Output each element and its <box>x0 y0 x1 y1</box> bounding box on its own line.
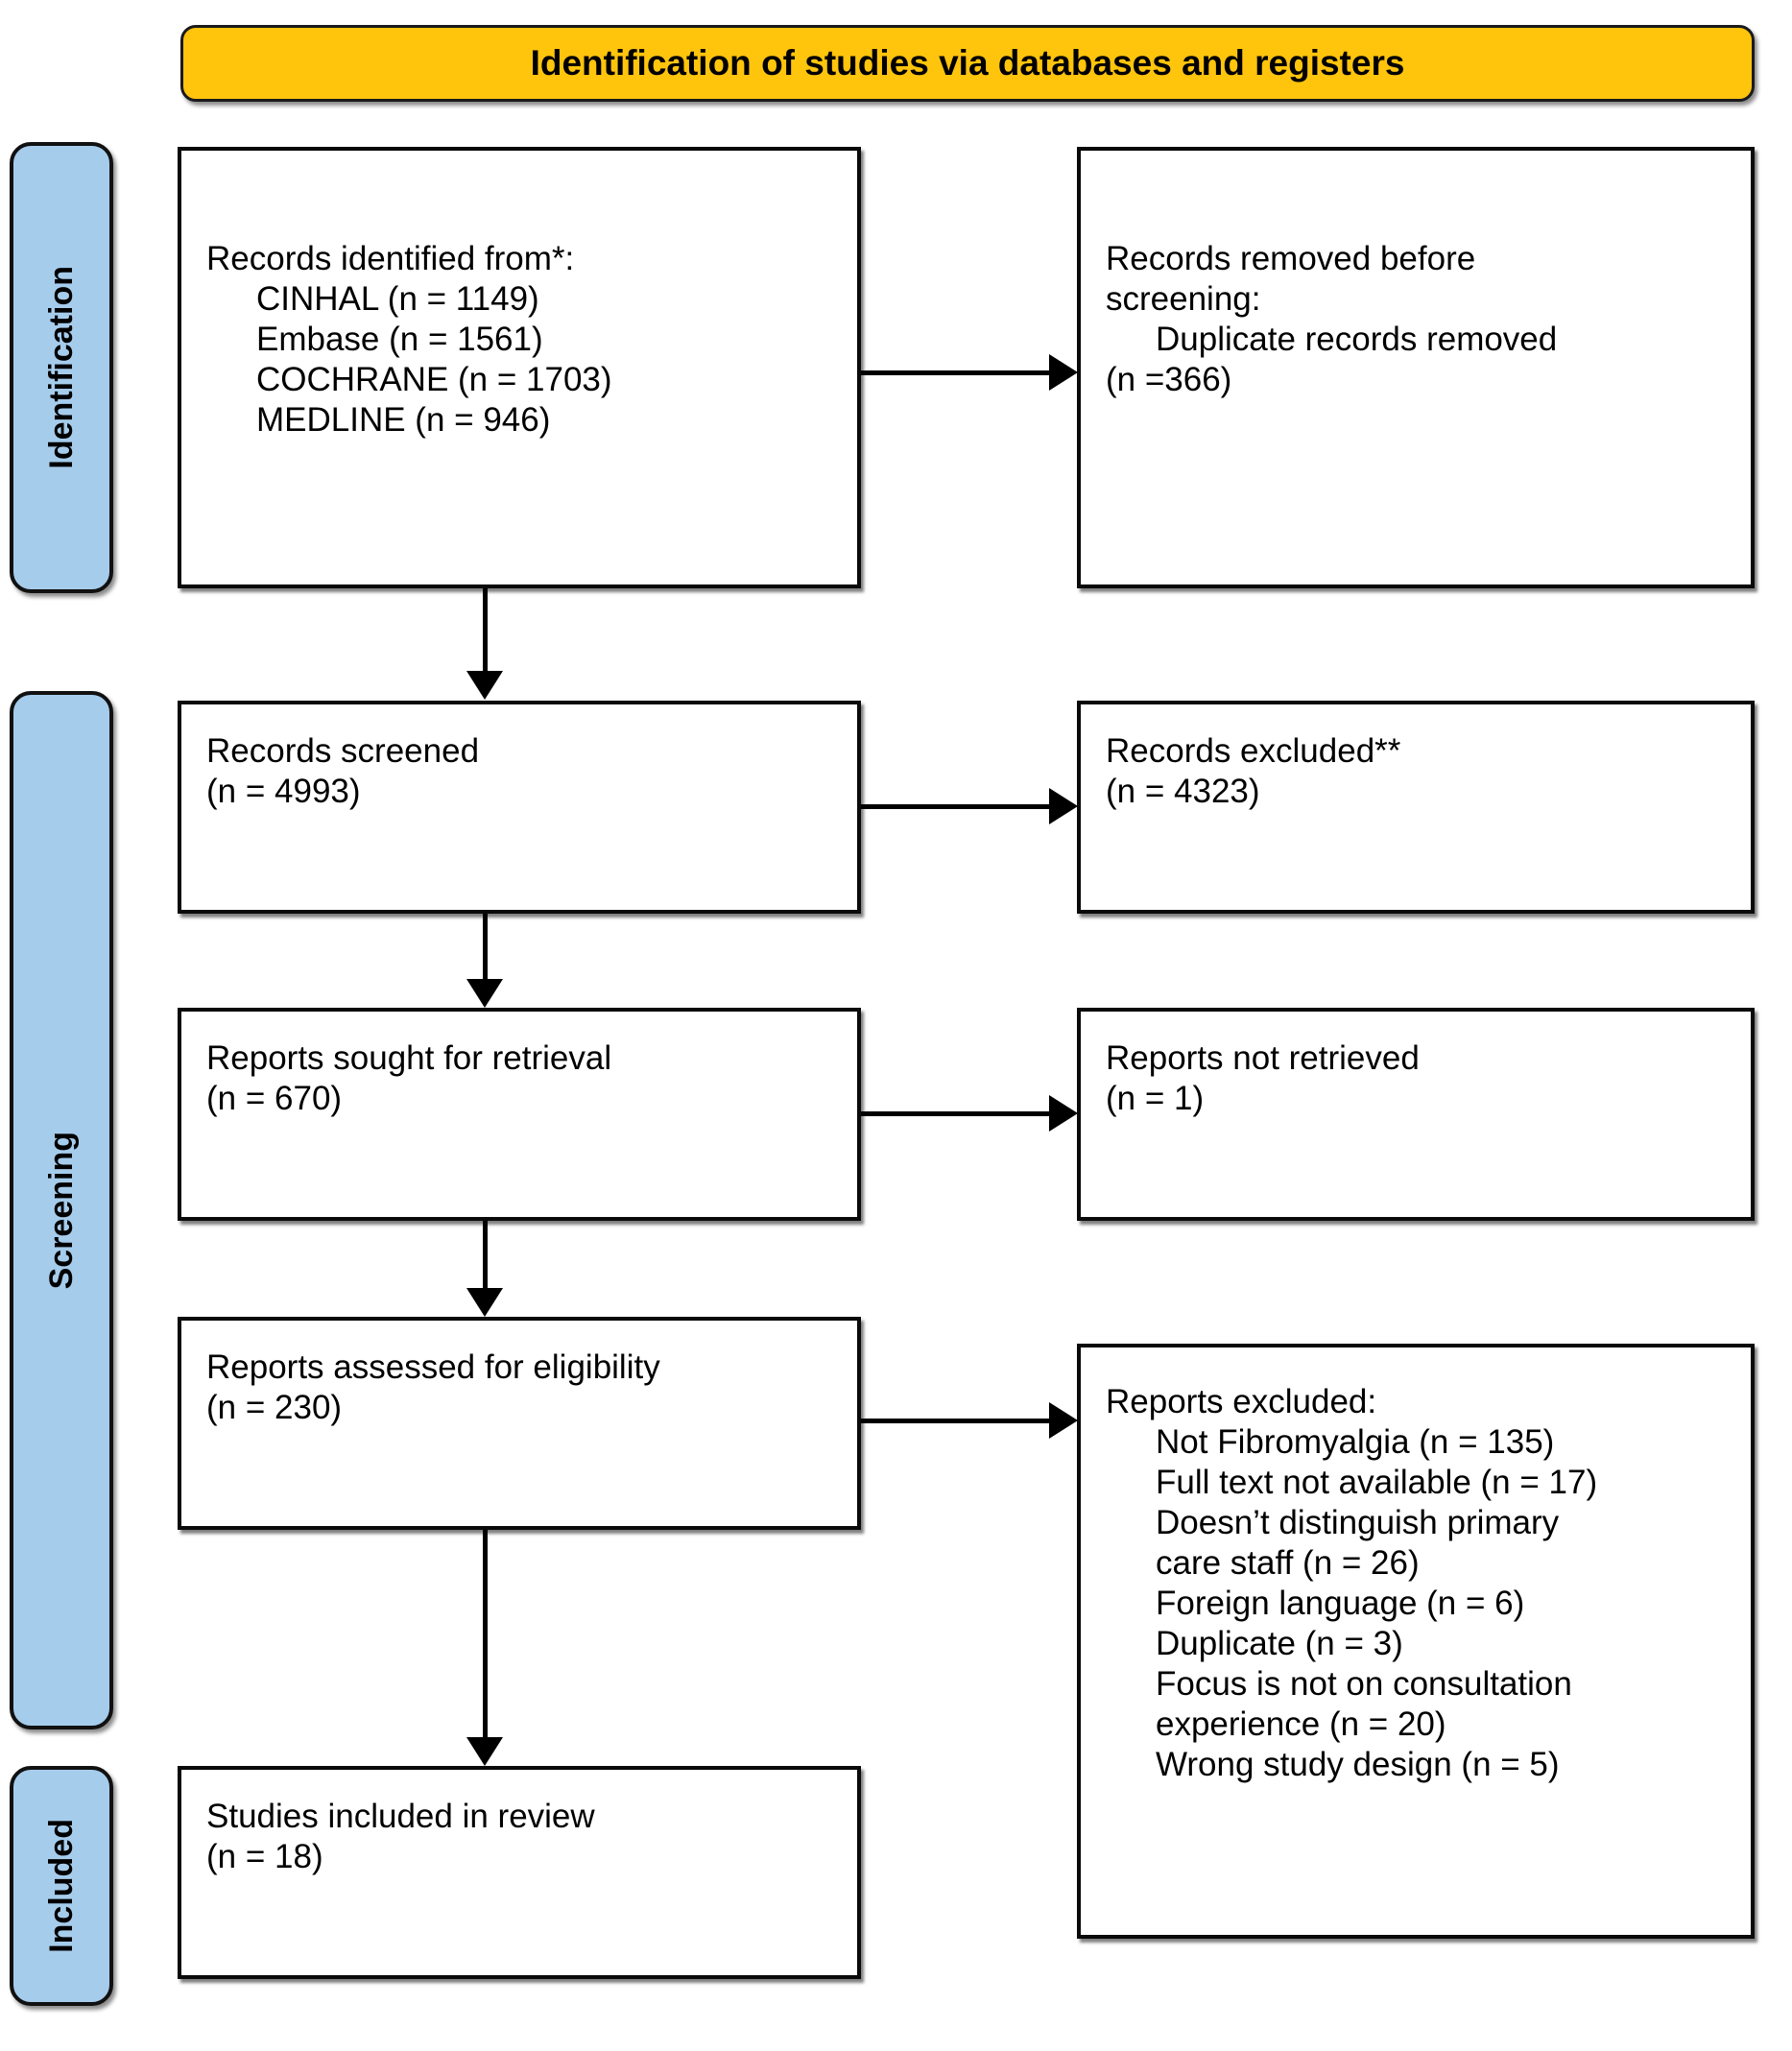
box-reports-assessed-body: Reports assessed for eligibility (n = 23… <box>181 1321 857 1438</box>
arrowhead-assessed-to-reports-excluded <box>1049 1402 1078 1439</box>
box-reports-not-retrieved-body: Reports not retrieved (n = 1) <box>1081 1012 1751 1129</box>
stage-label-identification: Identification <box>10 142 113 593</box>
connector-assessed-to-reports-excluded <box>861 1419 1049 1423</box>
box-reports-excluded: Reports excluded: Not Fibromyalgia (n = … <box>1077 1344 1755 1939</box>
arrowhead-screened-to-sought <box>466 979 503 1008</box>
arrowhead-sought-to-not-retrieved <box>1049 1095 1078 1132</box>
box-studies-included-body: Studies included in review (n = 18) <box>181 1770 857 1887</box>
box-records-identified: Records identified from*: CINHAL (n = 11… <box>178 147 861 588</box>
records-removed-title-line1: Records removed before <box>1106 239 1726 279</box>
studies-included-count: (n = 18) <box>206 1838 323 1875</box>
reports-excluded-reason-2: Doesn’t distinguish primary <box>1156 1504 1560 1541</box>
header-banner: Identification of studies via databases … <box>180 25 1755 102</box>
reports-excluded-reason-4: Foreign language (n = 6) <box>1156 1585 1525 1622</box>
box-records-screened: Records screened (n = 4993) <box>178 701 861 914</box>
box-records-excluded-body: Records excluded** (n = 4323) <box>1081 704 1751 822</box>
studies-included-title: Studies included in review <box>206 1798 595 1835</box>
reports-sought-count: (n = 670) <box>206 1080 343 1117</box>
stage-label-screening-text: Screening <box>43 1131 80 1290</box>
records-screened-count: (n = 4993) <box>206 773 361 810</box>
stage-label-identification-text: Identification <box>43 266 80 469</box>
records-identified-source-medline: MEDLINE (n = 946) <box>256 401 551 439</box>
reports-sought-title: Reports sought for retrieval <box>206 1039 612 1077</box>
box-records-excluded: Records excluded** (n = 4323) <box>1077 701 1755 914</box>
arrowhead-identified-to-removed <box>1049 354 1078 391</box>
records-removed-colon: : <box>1251 280 1261 318</box>
connector-sought-to-assessed <box>483 1221 488 1288</box>
stage-label-included: Included <box>10 1766 113 2006</box>
records-removed-count: (n =366) <box>1106 361 1232 398</box>
records-removed-detail: Duplicate records removed <box>1156 321 1558 358</box>
arrowhead-screened-to-records-excluded <box>1049 788 1078 824</box>
reports-assessed-count: (n = 230) <box>206 1389 343 1426</box>
records-removed-title-plain: Records removed <box>1106 240 1380 277</box>
box-reports-sought: Reports sought for retrieval (n = 670) <box>178 1008 861 1221</box>
header-title: Identification of studies via databases … <box>530 43 1405 83</box>
stage-label-included-text: Included <box>43 1819 80 1953</box>
records-identified-source-cinhal: CINHAL (n = 1149) <box>256 280 539 318</box>
connector-identified-to-screened <box>483 588 488 671</box>
arrowhead-assessed-to-included <box>466 1737 503 1766</box>
box-records-removed-before-screening: Records removed before screening: Duplic… <box>1077 147 1755 588</box>
reports-excluded-reason-1: Full text not available (n = 17) <box>1156 1464 1598 1501</box>
box-records-removed-body: Records removed before screening: Duplic… <box>1081 151 1751 410</box>
reports-excluded-reason-3: care staff (n = 26) <box>1156 1544 1420 1582</box>
records-screened-title: Records screened <box>206 732 480 770</box>
records-removed-title-italic: before <box>1379 240 1476 277</box>
records-identified-title: Records identified from*: <box>206 240 575 277</box>
box-records-identified-body: Records identified from*: CINHAL (n = 11… <box>181 151 857 450</box>
reports-excluded-reason-7: experience (n = 20) <box>1156 1705 1446 1743</box>
box-records-screened-body: Records screened (n = 4993) <box>181 704 857 822</box>
arrowhead-identified-to-screened <box>466 671 503 700</box>
box-reports-not-retrieved: Reports not retrieved (n = 1) <box>1077 1008 1755 1221</box>
reports-excluded-title: Reports excluded: <box>1106 1383 1377 1420</box>
connector-screened-to-sought <box>483 914 488 979</box>
reports-excluded-reason-6: Focus is not on consultation <box>1156 1665 1572 1703</box>
records-excluded-title: Records excluded** <box>1106 732 1401 770</box>
records-identified-source-embase: Embase (n = 1561) <box>256 321 543 358</box>
records-identified-source-cochrane: COCHRANE (n = 1703) <box>256 361 612 398</box>
records-excluded-count: (n = 4323) <box>1106 773 1260 810</box>
box-studies-included: Studies included in review (n = 18) <box>178 1766 861 1979</box>
connector-sought-to-not-retrieved <box>861 1111 1049 1116</box>
reports-excluded-reason-0: Not Fibromyalgia (n = 135) <box>1156 1423 1555 1461</box>
stage-label-screening: Screening <box>10 691 113 1729</box>
box-reports-assessed: Reports assessed for eligibility (n = 23… <box>178 1317 861 1530</box>
reports-not-retrieved-title: Reports not retrieved <box>1106 1039 1420 1077</box>
reports-assessed-title: Reports assessed for eligibility <box>206 1348 660 1386</box>
box-reports-excluded-body: Reports excluded: Not Fibromyalgia (n = … <box>1081 1347 1751 1795</box>
reports-not-retrieved-count: (n = 1) <box>1106 1080 1205 1117</box>
records-removed-screening-italic: screening <box>1106 280 1252 318</box>
reports-excluded-reason-5: Duplicate (n = 3) <box>1156 1625 1403 1662</box>
arrowhead-sought-to-assessed <box>466 1288 503 1317</box>
connector-assessed-to-included <box>483 1530 488 1737</box>
records-removed-title-line2: screening: <box>1106 279 1726 320</box>
connector-screened-to-records-excluded <box>861 804 1049 809</box>
connector-identified-to-removed <box>861 370 1049 375</box>
box-reports-sought-body: Reports sought for retrieval (n = 670) <box>181 1012 857 1129</box>
reports-excluded-reason-8: Wrong study design (n = 5) <box>1156 1746 1560 1783</box>
